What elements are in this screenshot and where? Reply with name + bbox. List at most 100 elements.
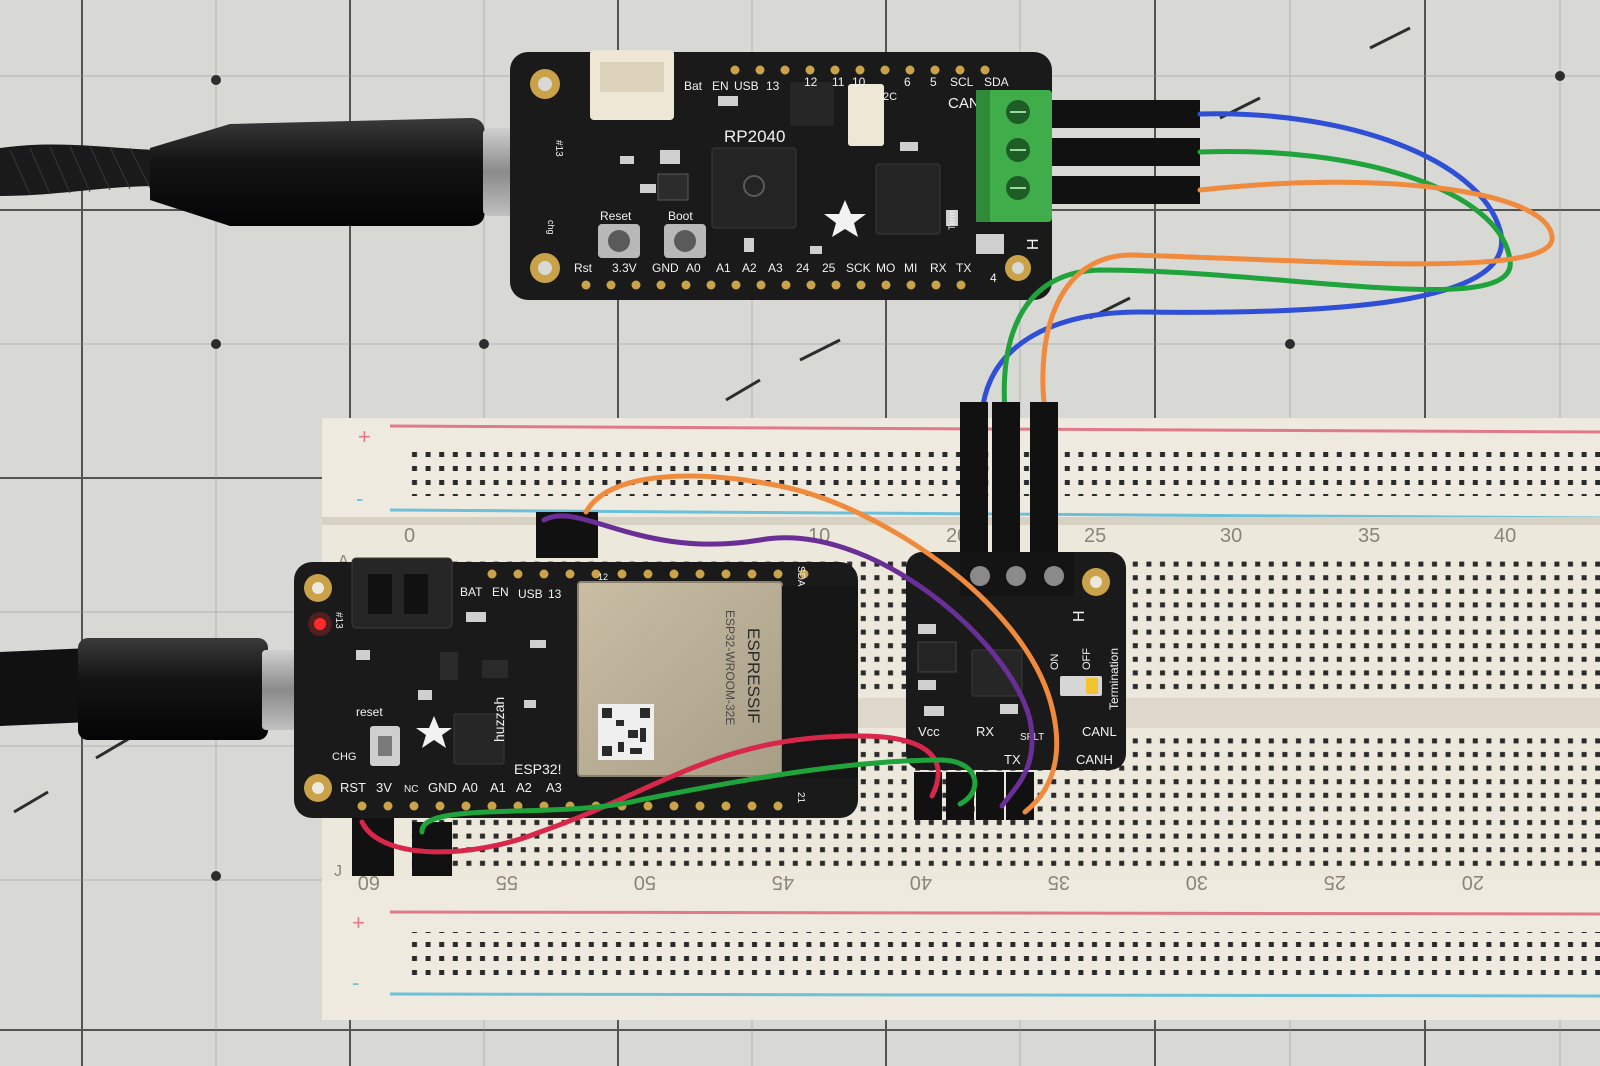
pin-label: 25: [822, 261, 836, 275]
top-pin-labels: Bat EN USB 13 12 11 10 6 5 SCL SDA: [684, 75, 1009, 93]
column-number: 55: [496, 871, 518, 893]
reset-label: reset: [356, 705, 383, 719]
column-number: 40: [1494, 525, 1516, 547]
pin-label: CANH: [1076, 752, 1113, 767]
pin-label: USB: [734, 79, 759, 93]
pin-label: A0: [686, 261, 701, 275]
adafruit-star-icon: [824, 200, 866, 237]
pin-label: TX: [1004, 752, 1021, 767]
pin-label: 24: [796, 261, 810, 275]
rail-minus-label: -: [356, 486, 363, 511]
chg-label: chg: [546, 220, 556, 235]
column-number: 45: [772, 871, 794, 893]
side-label-13: #13: [553, 140, 564, 157]
stemma-qt-connector: [848, 84, 884, 146]
adafruit-star-icon: [416, 716, 452, 748]
chip-label: RP2040: [724, 127, 785, 146]
can-label: CAN: [948, 95, 980, 112]
pin-label: RST: [340, 780, 366, 795]
pin-label: 12: [804, 75, 818, 89]
pin-label: 13: [766, 79, 780, 93]
pin-label: 3.3V: [612, 261, 637, 275]
esp32-feather-board: ESPRESSIF ESP32-WROOM-32E huzzah ESP32! …: [294, 557, 858, 818]
column-number: 20: [1462, 871, 1484, 893]
pin-label: BAT: [460, 585, 483, 599]
row-label-a: A: [338, 553, 349, 570]
wire-green: [419, 757, 978, 835]
chg-label: CHG: [332, 751, 356, 763]
pin-label: NC: [404, 784, 418, 795]
header-pads-bottom: [581, 280, 966, 290]
boot-label: Boot: [668, 209, 693, 223]
board-name: huzzah: [491, 697, 507, 742]
pin-label: MO: [876, 261, 895, 275]
rp2040-chip: [711, 147, 797, 229]
header-pads-top: [487, 569, 809, 579]
charge-led: [314, 618, 326, 630]
pin-label: 5: [930, 75, 937, 89]
sda-label: SDA: [795, 566, 806, 587]
rp2040-can-board: RP2040 CAN I2C Reset Boot #13 chg Term H…: [510, 50, 1052, 300]
jumper-connectors-top: [1052, 100, 1200, 204]
off-label: OFF: [1081, 648, 1093, 670]
row-label-j: J: [334, 863, 342, 880]
column-number: 35: [1048, 871, 1070, 893]
pin-label: CANL: [1082, 724, 1117, 739]
pin-label: 4: [990, 271, 997, 285]
top-pin-labels: BAT EN USB 13 12: [460, 572, 608, 601]
wire-orange: [1040, 179, 1555, 415]
rail-minus-label-bottom: -: [352, 970, 359, 995]
i2c-label: I2C: [880, 91, 897, 103]
h-label: H: [1025, 238, 1042, 250]
pin-label: SDA: [984, 75, 1009, 89]
bottom-pin-labels: Rst 3.3V GND A0 A1 A2 A3 24 25 SCK MO MI…: [574, 261, 997, 285]
pin-label: 11: [832, 75, 845, 89]
pin-label: Bat: [684, 79, 703, 93]
pin-label: MI: [904, 261, 917, 275]
rail-plus-label-bottom: +: [352, 910, 365, 935]
pin-label: A1: [716, 261, 731, 275]
boot-button[interactable]: [664, 224, 706, 258]
battery-connector: [351, 557, 453, 629]
pin-label: 6: [904, 75, 911, 89]
reset-label: Reset: [600, 209, 632, 223]
side-label-13: #13: [333, 612, 344, 629]
can-bus-wires-top: [979, 111, 1555, 415]
mounting-hole: [530, 69, 1031, 283]
pin-label: A1: [490, 780, 506, 795]
reset-button[interactable]: [370, 726, 400, 766]
pin-label: EN: [492, 585, 509, 599]
column-number: 35: [1358, 525, 1380, 547]
pin-label: RX: [930, 261, 947, 275]
pin-label: 13: [548, 587, 562, 601]
h-label: H: [1071, 610, 1088, 622]
column-number: 30: [1186, 871, 1208, 893]
pin-label: A2: [742, 261, 757, 275]
pin-label: USB: [518, 587, 543, 601]
pin-label: TX: [956, 261, 971, 275]
esp32-wroom-module: ESPRESSIF ESP32-WROOM-32E: [577, 581, 783, 777]
bottom-pin-labels: RST 3V NC GND A0 A1 A2 A3: [340, 780, 562, 795]
pin-label: RX: [976, 724, 994, 739]
pin-label: EN: [712, 79, 729, 93]
column-number: 25: [1324, 871, 1346, 893]
pin-label: Vcc: [918, 724, 940, 739]
pin-label: GND: [428, 780, 457, 795]
termination-label: Termination: [1107, 648, 1121, 710]
wire-green: [1001, 148, 1513, 415]
can-terminal-block: [976, 90, 1052, 222]
module-brand: ESPRESSIF: [744, 628, 763, 723]
pin-label: 3V: [376, 780, 392, 795]
pin-label: Rst: [574, 261, 593, 275]
column-number: 0: [404, 525, 415, 547]
pin-label: A3: [768, 261, 783, 275]
reset-button[interactable]: [598, 224, 640, 258]
column-number: 50: [634, 871, 656, 893]
wire-red: [359, 733, 941, 855]
jumper-connectors-breadboard: [960, 402, 1058, 552]
pin-label: GND: [652, 261, 679, 275]
board-name-2: ESP32!: [514, 761, 561, 777]
term-label: Term: [947, 210, 957, 230]
can-controller-chip: [875, 163, 941, 235]
